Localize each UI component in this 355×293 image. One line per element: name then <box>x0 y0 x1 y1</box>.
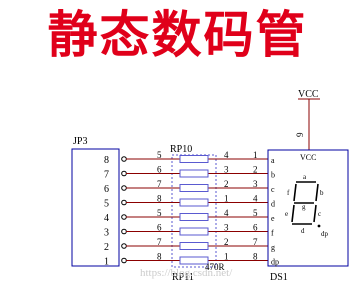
segment-dp-dot <box>317 224 321 228</box>
resistor-element <box>179 213 209 221</box>
resnet-left-pin: 5 <box>157 208 162 218</box>
display-pin-number: 6 <box>253 223 258 233</box>
resnet-left-pin: 7 <box>157 237 162 247</box>
connector-body <box>71 148 120 267</box>
display-pin-number: 5 <box>253 208 258 218</box>
resnet-left-pin: 6 <box>157 165 162 175</box>
connector-pin-circle <box>121 185 127 191</box>
display-pin-number: 3 <box>253 179 258 189</box>
page-title: 静态数码管 <box>47 6 308 64</box>
connector-pin-number: 6 <box>104 184 109 195</box>
resistor-element <box>179 256 209 265</box>
resistor-element <box>179 169 209 178</box>
segment-label-g: g <box>302 203 306 211</box>
display-vcc-label: VCC <box>300 153 316 162</box>
resnet-right-pin: 4 <box>224 150 229 160</box>
connector-pin-number: 2 <box>104 242 109 253</box>
resistor-element <box>179 198 209 207</box>
connector-pin-circle <box>121 228 127 235</box>
connector-pin-number: 8 <box>104 155 109 166</box>
vcc-pin-number: 9 <box>295 132 305 137</box>
connector-pins: 8 7 6 5 4 3 2 1 <box>104 155 127 268</box>
resistor-element <box>179 155 209 163</box>
segment-label-a: a <box>303 173 307 181</box>
resnet-right-pin: 2 <box>224 179 229 189</box>
segment-label-b: b <box>320 189 324 197</box>
segment-c <box>313 204 317 223</box>
resnet-left-pin: 6 <box>157 223 162 233</box>
segment-f <box>293 183 297 202</box>
display-pin-number: 2 <box>253 165 258 175</box>
segment-label-d: d <box>301 227 305 235</box>
resnet-right-pin: 2 <box>224 237 229 247</box>
vcc-net-label: VCC <box>298 89 319 100</box>
resnet-value: 470R <box>205 262 225 272</box>
resistor-element <box>179 227 209 236</box>
display-pins: 1 a 2 b 3 c 4 d 5 e 6 f 7 g 8 dp <box>253 150 279 267</box>
resnet-right-pin: 3 <box>224 223 229 233</box>
connector-ref: JP3 <box>73 136 87 147</box>
resnet-right-pin: 1 <box>224 194 229 204</box>
connector-pin-circle <box>121 214 127 220</box>
connector-pin-number: 4 <box>104 213 109 224</box>
connector-pin-number: 1 <box>104 257 109 268</box>
resistor-element <box>179 242 209 250</box>
segment-b <box>315 183 319 202</box>
display-pin-label: a <box>271 156 275 165</box>
display-body <box>267 149 349 267</box>
resnet-ref-top: RP10 <box>170 144 192 155</box>
resnet-right-pin: 1 <box>224 252 229 262</box>
connector-pin-circle <box>121 156 127 162</box>
display-pin-number: 4 <box>253 194 258 204</box>
connector-pin-circle <box>121 199 127 206</box>
watermark-text: https://blog.csdn.net/ <box>140 267 233 279</box>
resistor-element <box>179 184 209 192</box>
display-pin-label: dp <box>271 258 279 267</box>
display-pin-label: b <box>271 171 275 180</box>
segment-label-f: f <box>287 189 290 197</box>
resnet-left-pin: 8 <box>157 252 162 262</box>
segment-label-e: e <box>285 210 288 218</box>
display-pin-number: 8 <box>253 252 258 262</box>
display-pin-label: d <box>271 200 275 209</box>
segment-label-c: c <box>318 210 321 218</box>
resnet-left-pin: 8 <box>157 194 162 204</box>
connector-pin-circle <box>121 257 127 264</box>
connector-pin-number: 7 <box>104 170 109 181</box>
display-pin-label: f <box>271 229 274 238</box>
resnet-right-pin: 4 <box>224 208 229 218</box>
display-pin-label: g <box>271 243 275 252</box>
display-pin-label: c <box>271 185 275 194</box>
connector-pin-number: 5 <box>104 199 109 210</box>
segment-label-dp: dp <box>321 230 329 238</box>
display-pin-number: 1 <box>253 150 258 160</box>
connector-pin-circle <box>121 170 127 177</box>
display-pin-label: e <box>271 214 275 223</box>
connector-pin-circle <box>121 243 127 249</box>
display-ref: DS1 <box>270 272 288 283</box>
seven-segment-glyph: a b c d e f g dp <box>285 173 329 238</box>
resnet-right-pin: 3 <box>224 165 229 175</box>
resnet-left-pin: 7 <box>157 179 162 189</box>
resnet-ref-bottom: RP11 <box>172 272 194 283</box>
resnet-rows: 5 4 6 3 7 2 8 1 5 4 6 3 7 2 8 1 <box>126 150 268 265</box>
connector-pin-number: 3 <box>104 228 109 239</box>
resnet-left-pin: 5 <box>157 150 162 160</box>
display-pin-number: 7 <box>253 237 258 247</box>
segment-e <box>291 204 295 223</box>
